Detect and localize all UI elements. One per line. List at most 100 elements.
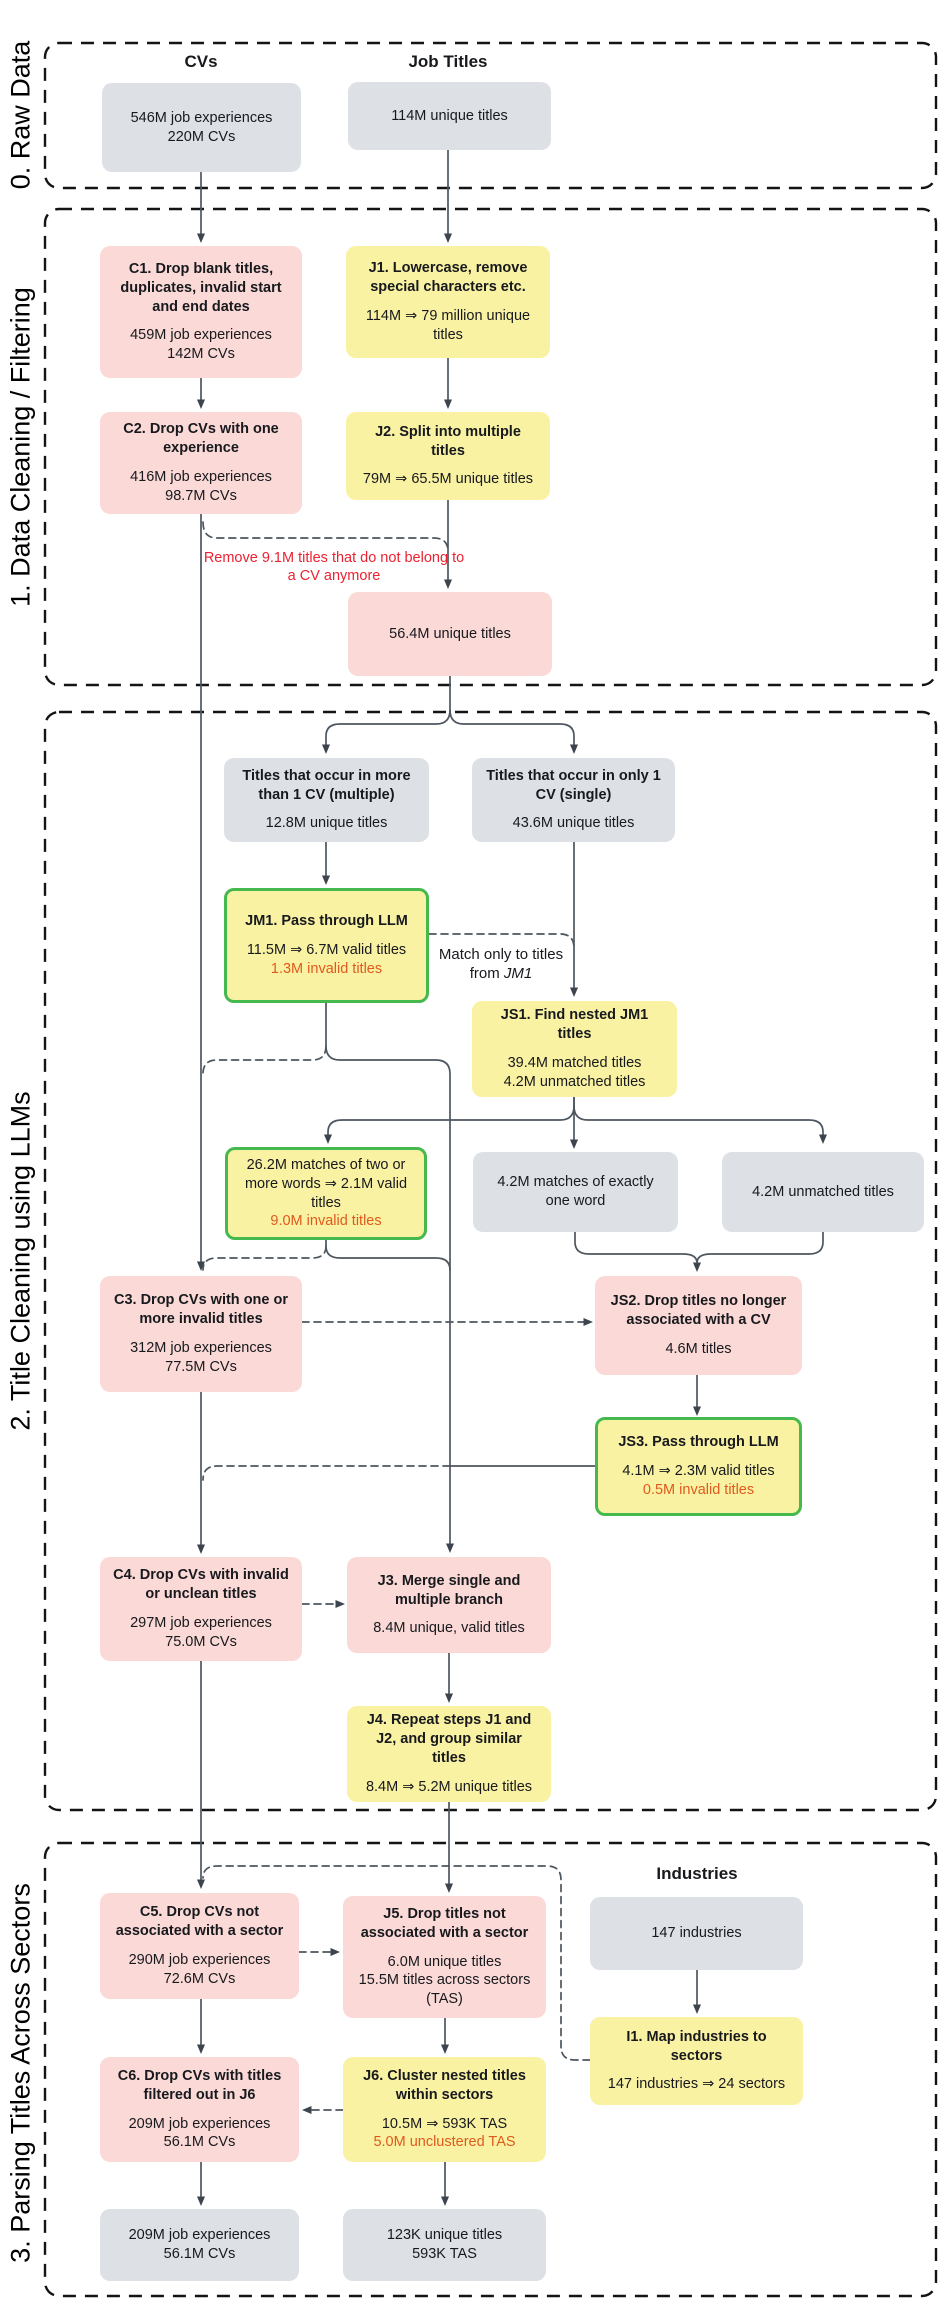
box-title: JS3. Pass through LLM [618,1434,779,1451]
box-line: 75.0M CVs [165,1633,237,1650]
box-c1: C1. Drop blank titles, duplicates, inval… [100,246,302,378]
box-one-word-matches: 4.2M matches of exactly one word [473,1152,678,1232]
box-line: 6.0M unique titles [387,1953,502,1970]
box-title: JS2. Drop titles no longer associated wi… [610,1293,787,1329]
box-c4: C4. Drop CVs with invalid or unclean tit… [100,1557,302,1661]
box-c2: C2. Drop CVs with one experience 416M jo… [100,412,302,514]
box-js2: JS2. Drop titles no longer associated wi… [595,1276,802,1375]
note-line: from JM1 [469,964,533,982]
box-title: C5. Drop CVs not associated with a secto… [115,1904,284,1940]
column-header-cvs: CVs [184,52,218,71]
dashed-match-jm1 [428,933,575,949]
box-title: Titles that occur in only 1 CV (single) [486,767,661,803]
arrow-js1-unmatched [573,1105,827,1144]
box-title: J5. Drop titles not associated with a se… [360,1905,529,1941]
note-remove-titles: Remove 9.1M titles that do not belong to… [203,550,465,585]
box-title: J4. Repeat steps J1 and J2, and group si… [366,1712,532,1766]
box-56m-unique-titles: 56.4M unique titles [348,592,552,676]
box-line: 11.5M ⇒ 6.7M valid titles [246,942,407,959]
box-invalid-line: 0.5M invalid titles [642,1481,755,1498]
box-line: 56.1M CVs [163,2246,236,2262]
line-unmatched-merge-js2 [696,1231,824,1264]
box-js1: JS1. Find nested JM1 titles 39.4M matche… [472,1001,677,1097]
jm1-reference: JM1 [503,964,533,982]
box-title: Titles that occur in more than 1 CV (mul… [242,767,411,803]
box-line: 43.6M unique titles [512,815,635,832]
box-line: 56.1M CVs [163,2134,236,2151]
box-line: 297M job experiences [130,1615,272,1631]
box-line: 4.2M matches of exactly one word [497,1174,654,1209]
box-line: 147 industries ⇒ 24 sectors [607,2076,786,2093]
box-j5: J5. Drop titles not associated with a se… [343,1896,546,2018]
box-line: 39.4M matched titles [507,1055,642,1071]
note-match-only: Match only to titles from JM1 [406,946,596,984]
box-title: C4. Drop CVs with invalid or unclean tit… [113,1567,289,1603]
box-raw-cvs: 546M job experiences 220M CVs [102,83,301,172]
box-invalid-line: 5.0M unclustered TAS [373,2134,516,2151]
box-147-industries: 147 industries [590,1897,803,1970]
box-c3: C3. Drop CVs with one or more invalid ti… [100,1276,302,1392]
box-c6: C6. Drop CVs with titles filtered out in… [100,2057,299,2162]
box-line: 290M job experiences [128,1952,271,1968]
box-line: 4.2M unmatched titles [752,1183,894,1200]
box-title: C3. Drop CVs with one or more invalid ti… [113,1292,288,1328]
box-js3: JS3. Pass through LLM 4.1M ⇒ 2.3M valid … [595,1417,802,1516]
dashed-jm1-invalid-c3 [202,1045,327,1075]
arrow-oneword-js2 [574,1231,701,1272]
dashed-m26-invalid-c3 [202,1245,327,1271]
box-line: 8.4M ⇒ 5.2M unique titles [365,1778,533,1795]
box-line: 72.6M CVs [163,1970,236,1987]
box-line: 416M job experiences [130,469,272,485]
box-final-titles: 123K unique titles 593K TAS [343,2209,546,2281]
column-header-industries: Industries [656,1864,738,1883]
box-line: 4.1M ⇒ 2.3M valid titles [622,1463,775,1480]
box-line: 546M job experiences [130,109,273,126]
box-title: J1. Lowercase, remove special characters… [368,260,528,296]
box-line: 142M CVs [167,346,235,363]
box-26m-matches: 26.2M matches of two or more words ⇒ 2.1… [225,1147,427,1240]
box-j2: J2. Split into multiple titles 79M ⇒ 65.… [346,412,550,500]
dashed-remove-titles [202,521,449,553]
line-m26-merge-j3 [325,1239,451,1271]
box-title: J3. Merge single and multiple branch [377,1572,521,1608]
section-3-border [43,1841,938,2298]
box-line: 220M CVs [167,128,236,145]
box-invalid-line: 1.3M invalid titles [270,960,383,977]
box-j1: J1. Lowercase, remove special characters… [346,246,550,358]
box-line: 593K TAS [412,2246,477,2262]
box-line: 209M job experiences [128,2115,271,2132]
box-line: 4.2M unmatched titles [503,1073,646,1090]
box-j4: J4. Repeat steps J1 and J2, and group si… [347,1706,551,1802]
box-title: C1. Drop blank titles, duplicates, inval… [120,260,282,315]
box-line: 79M ⇒ 65.5M unique titles [362,471,534,488]
box-line: 147 industries [651,1925,742,1942]
dashed-i1-sectors-c5 [202,1865,591,2061]
section-0-border [43,41,938,190]
box-line: 77.5M CVs [165,1358,237,1375]
box-title: C6. Drop CVs with titles filtered out in… [117,2067,282,2103]
box-invalid-line: 9.0M invalid titles [270,1213,382,1230]
box-title: C2. Drop CVs with one experience [123,421,279,457]
box-final-cvs: 209M job experiences 56.1M CVs [100,2209,299,2281]
box-line: 123K unique titles [386,2227,503,2244]
box-title: I1. Map industries to sectors [626,2028,767,2064]
box-c5: C5. Drop CVs not associated with a secto… [100,1893,299,1999]
box-title: J6. Cluster nested titles within sectors [363,2067,526,2103]
box-raw-job-titles: 114M unique titles [348,82,551,150]
note-line: Match only to titles [438,946,564,963]
box-line: 15.5M titles across sectors (TAS) [358,1972,531,2008]
box-titles-multiple: Titles that occur in more than 1 CV (mul… [224,758,429,842]
arrow-m56-multiple [322,675,451,754]
section-label-raw-data: 0. Raw Data [5,40,36,190]
arrow-m56-single [449,709,578,754]
box-line: 114M ⇒ 79 million unique titles [365,308,531,343]
box-line: 459M job experiences [130,327,272,344]
box-title: JM1. Pass through LLM [245,913,408,930]
box-title: J2. Split into multiple titles [375,423,521,459]
box-j3: J3. Merge single and multiple branch 8.4… [347,1557,551,1653]
arrow-js1-m26 [324,1096,575,1144]
box-line: 114M unique titles [391,107,508,124]
box-titles-single: Titles that occur in only 1 CV (single) … [472,758,675,842]
